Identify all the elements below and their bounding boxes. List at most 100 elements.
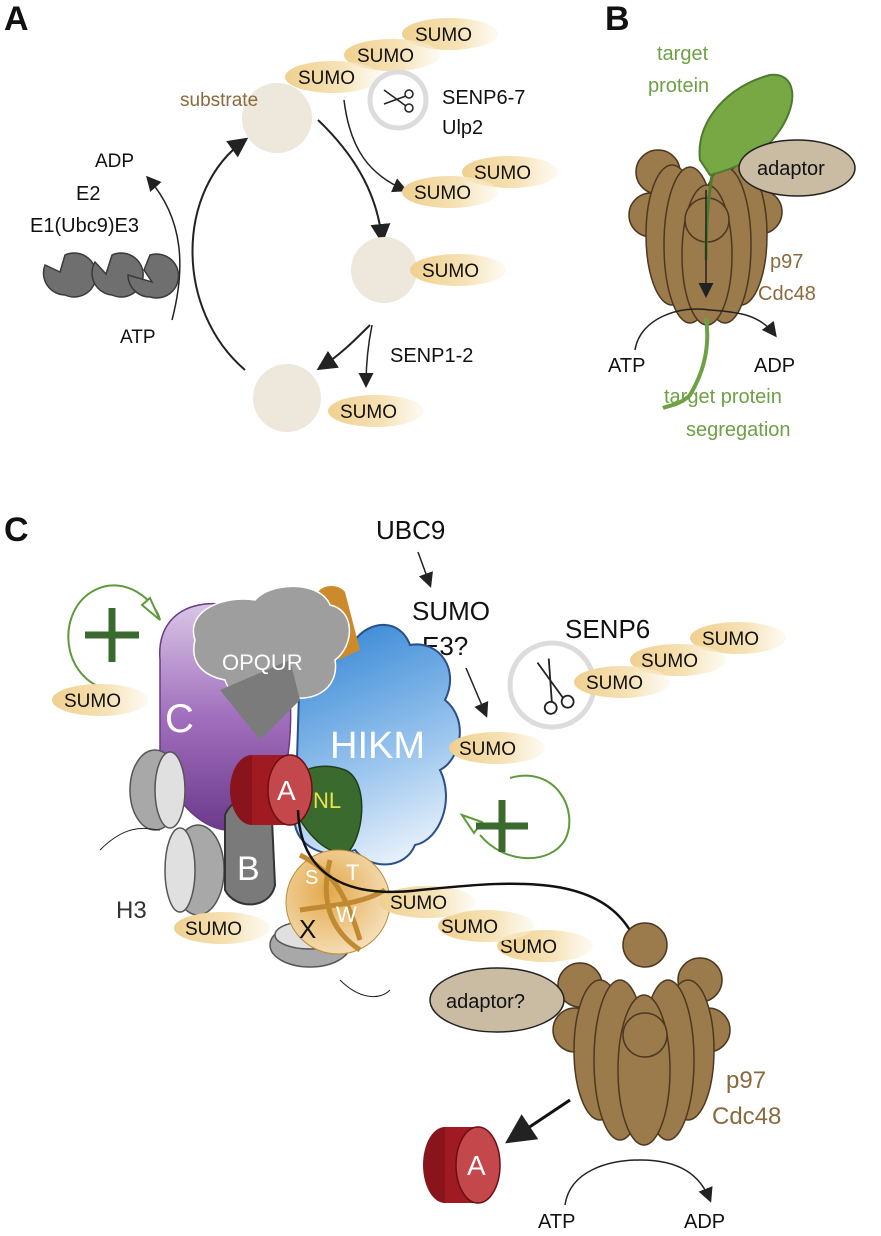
released-a-protein: A: [423, 1126, 501, 1204]
feedback-loop-top: [67, 584, 161, 691]
h3-label: H3: [116, 897, 147, 924]
p97-label-c: p97: [726, 1067, 766, 1094]
senp67-release-arrow: [343, 99, 408, 193]
substrate-circle-bottom: [253, 364, 321, 432]
ubc9-arrow: [417, 551, 433, 588]
cdc48-label-b: Cdc48: [758, 283, 816, 305]
released-sumo-chain: SUMO SUMO: [402, 156, 558, 208]
p97-hexamer-c: [552, 922, 731, 1146]
sumo-label: SUMO: [474, 163, 531, 184]
substrate-circle-top: [242, 83, 312, 153]
panel-c-letter: C: [4, 511, 29, 549]
panel-a: A substrate SUMO SUMO SUMO SEN: [4, 0, 558, 432]
e3-pacman-icon: [127, 253, 180, 299]
release-arrow: [505, 1098, 571, 1144]
segregation-label-1: target protein: [664, 386, 782, 408]
adp-label-a: ADP: [95, 151, 134, 172]
target-label-1: target: [657, 43, 709, 65]
nucleosome-mid: [164, 824, 225, 916]
sumo-label: SUMO: [500, 937, 557, 958]
sumo-label: SUMO: [422, 261, 479, 282]
scissors-icon: [383, 89, 414, 113]
target-label-2: protein: [648, 75, 709, 97]
opqur-label: OPQUR: [222, 650, 303, 675]
extraction-arrow: [296, 809, 650, 965]
p97-label-b: p97: [770, 251, 803, 273]
opqur-stalk: [220, 660, 300, 740]
adaptor-b: [738, 139, 856, 197]
panel-c: C UBC9 SUMO E3? SENP6 SUMO SUMO SUMO: [4, 511, 786, 1233]
cycle-arrow-right: [317, 119, 391, 244]
t-label-bottom: T: [346, 860, 359, 885]
e3-arrow: [465, 667, 489, 718]
hikm-label: HIKM: [330, 725, 425, 767]
segregation-label-2: segregation: [686, 419, 791, 441]
sumo-label: SUMO: [641, 651, 698, 672]
sumo-e3-label-1: SUMO: [412, 596, 490, 626]
stwx-strands: [298, 852, 387, 953]
sumo-label: SUMO: [340, 402, 397, 423]
adp-label-b: ADP: [754, 355, 795, 377]
panel-b: B target protein adaptor p97 Cdc48 ATP A…: [605, 0, 856, 441]
substrate-circle-right: [351, 237, 417, 303]
cycle-arrow-bottom: [316, 324, 371, 371]
sumo-label: SUMO: [702, 629, 759, 650]
adaptor-c: [429, 967, 565, 1033]
a-protein: A: [230, 754, 313, 826]
feedback-arrowhead-top: [140, 596, 161, 621]
atp-label-c: ATP: [538, 1211, 575, 1233]
adaptor-c-label: adaptor?: [446, 991, 525, 1013]
nl-label: NL: [313, 788, 341, 813]
b-label: B: [237, 850, 260, 888]
senp67-label: SENP6-7: [442, 87, 525, 109]
panel-b-letter: B: [605, 0, 630, 38]
sumo-chain-senp6: SUMO SUMO SUMO: [574, 622, 786, 698]
nucleosome-top: [99, 749, 186, 851]
plus-icon-right: [476, 800, 528, 852]
panel-a-letter: A: [4, 0, 29, 38]
scissors-icon: [536, 658, 575, 715]
enzyme-icons: [42, 252, 180, 299]
substrate-label: substrate: [180, 90, 258, 111]
atp-label-b: ATP: [608, 355, 645, 377]
adp-label-c: ADP: [684, 1211, 725, 1233]
sumo-label: SUMO: [390, 893, 447, 914]
a-label-c: A: [277, 775, 296, 806]
e1e3-label: E1(Ubc9)E3: [30, 215, 139, 237]
sumo-label: SUMO: [415, 25, 472, 46]
senp12-release-arrow: [358, 324, 374, 388]
senp12-label: SENP1-2: [390, 345, 473, 367]
c-label: C: [165, 697, 194, 741]
opqur-complex: [192, 585, 351, 703]
senp6-label: SENP6: [565, 614, 650, 644]
ubc9-label: UBC9: [376, 515, 445, 545]
x-label: X: [299, 914, 316, 944]
sumo-label: SUMO: [64, 691, 121, 712]
cycle-arrow-left: [191, 137, 249, 371]
plus-icon-top: [85, 608, 139, 662]
e2-label: E2: [76, 183, 100, 205]
sumo-label: SUMO: [441, 917, 498, 938]
scissors-ring-a: [367, 69, 429, 131]
adaptor-b-label: adaptor: [757, 158, 825, 180]
feedback-loop-right: [479, 774, 571, 860]
atp-adp-arrow-b: [634, 308, 777, 351]
segregated-target-chain: [662, 317, 710, 410]
sumo-label: SUMO: [414, 183, 471, 204]
atp-adp-arrow: [146, 175, 181, 321]
w-label: W: [336, 902, 357, 927]
sumo-label: SUMO: [459, 739, 516, 760]
cdc48-label-c: Cdc48: [712, 1103, 781, 1130]
sumo-chain-top: SUMO SUMO SUMO: [285, 18, 498, 93]
sumo-label: SUMO: [185, 919, 242, 940]
e1-pacman-icon: [42, 252, 97, 298]
atp-label-a: ATP: [120, 327, 156, 348]
sumo-label: SUMO: [298, 68, 355, 89]
atp-adp-arrow-c: [564, 1159, 713, 1206]
sumo-chain-stwx: SUMO SUMO SUMO: [379, 886, 593, 962]
s-label: S: [305, 867, 318, 889]
a-label-released: A: [467, 1150, 486, 1181]
sumo-label: SUMO: [357, 46, 414, 67]
sumo-label: SUMO: [586, 673, 643, 694]
